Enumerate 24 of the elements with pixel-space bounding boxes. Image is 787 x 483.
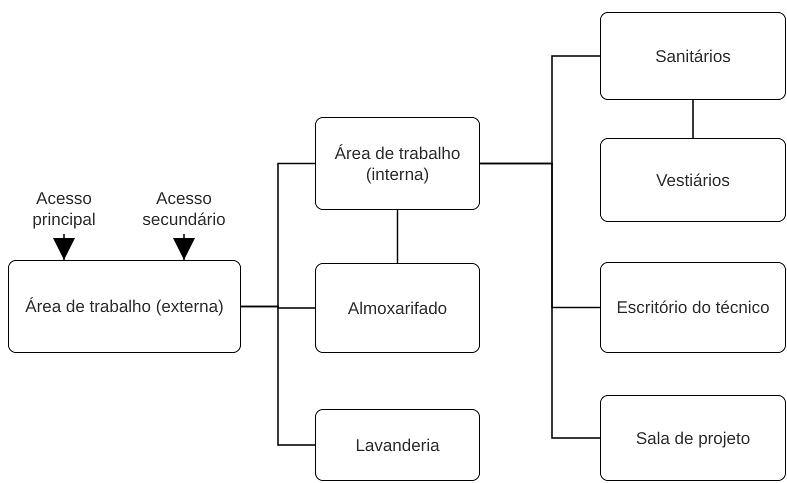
connector-line [480, 162, 600, 439]
process-box [315, 409, 480, 481]
process-box [8, 260, 241, 353]
connector-line [396, 210, 398, 263]
box-label: Vestiários [656, 170, 730, 190]
process-box [315, 117, 480, 210]
box-label: Lavanderia [355, 434, 440, 456]
box-label: Área de trabalho (externa) [25, 296, 224, 317]
box-label: Almoxarifado [348, 298, 448, 318]
box-label: Escritório do técnico [616, 297, 770, 318]
connector-line [692, 100, 694, 138]
arrow [173, 234, 195, 260]
box-label: Área de trabalho (interna) [334, 142, 462, 184]
access-label: Acesso secundário [118, 184, 250, 234]
arrow [53, 234, 75, 260]
process-box [600, 262, 786, 353]
process-box [315, 263, 480, 353]
process-box [600, 12, 786, 100]
process-box [600, 138, 786, 222]
connector-line [241, 306, 315, 446]
access-label: Acesso principal [16, 184, 112, 234]
box-label: Sala de projeto [636, 428, 750, 448]
box-label: Sanitários [655, 46, 731, 66]
process-box [600, 395, 786, 481]
